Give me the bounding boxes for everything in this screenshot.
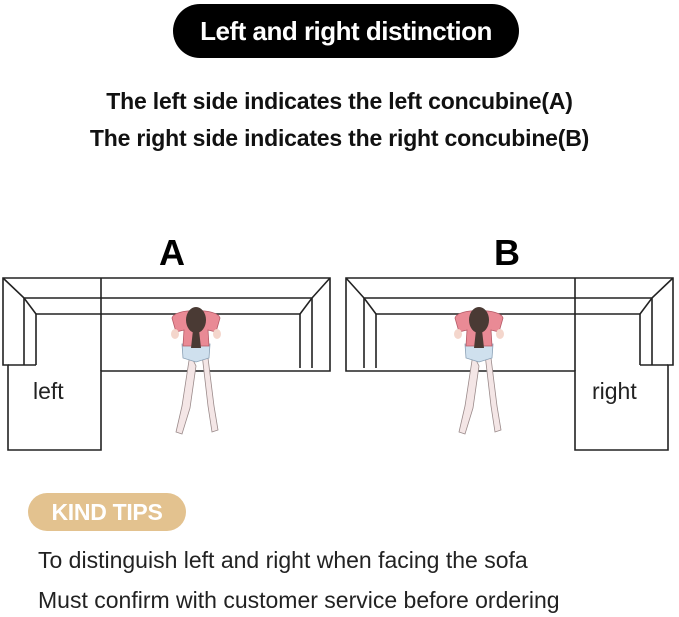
sofa-b-outline <box>345 277 674 451</box>
title-text: Left and right distinction <box>200 15 492 46</box>
kind-tips-badge: KIND TIPS <box>28 493 186 531</box>
tip-line-1: To distinguish left and right when facin… <box>38 547 528 573</box>
title-banner: Left and right distinction <box>173 4 519 58</box>
kind-tips-badge-text: KIND TIPS <box>51 498 163 525</box>
subtitle-right-line: The right side indicates the right concu… <box>89 125 590 151</box>
sofa-a-letter: A <box>159 232 185 273</box>
subtitle-left-line: The left side indicates the left concubi… <box>106 88 573 114</box>
sofa-b-side-label: right <box>592 378 637 404</box>
sofa-a-side-label: left <box>33 378 64 404</box>
sofa-b-letter: B <box>494 232 520 273</box>
tip-line-2: Must confirm with customer service befor… <box>38 587 560 613</box>
sofa-a-outline <box>2 277 331 451</box>
